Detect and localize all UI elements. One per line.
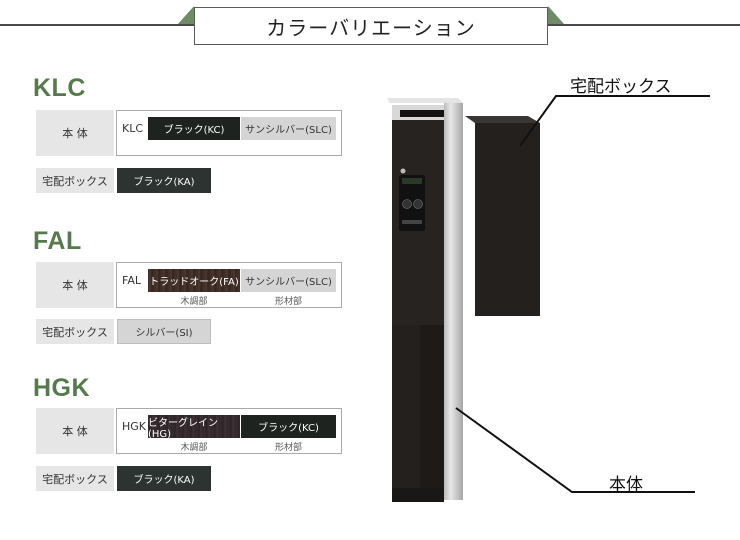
- body-label-klc: 本 体: [36, 110, 114, 156]
- swatch-hgk-1: ビターグレイン(HG): [148, 415, 240, 440]
- delivery-box-post-illustration: [387, 95, 710, 502]
- callout-label-box: 宅配ボックス: [570, 77, 672, 97]
- series-title-fal: FAL: [33, 227, 82, 255]
- series-title-hgk: HGK: [33, 374, 91, 402]
- series-title-klc: KLC: [33, 74, 86, 102]
- box-swatch-klc: ブラック(KA): [117, 168, 211, 193]
- header-corner-left: [178, 6, 194, 24]
- body-code-klc: KLC: [122, 122, 144, 135]
- body-label-fal: 本 体: [36, 262, 114, 308]
- header-rule-left: [0, 24, 196, 26]
- swatch-fal-1: トラッドオーク(FA): [148, 269, 240, 292]
- box-body: [475, 123, 540, 316]
- box-label-klc: 宅配ボックス: [36, 168, 114, 193]
- callout-label-body: 本体: [609, 475, 643, 495]
- post-silver-panel: [444, 103, 463, 500]
- header-rule-right: [546, 24, 740, 26]
- callout-line-body: [455, 407, 695, 493]
- box-swatch-fal: シルバー(SI): [117, 319, 211, 344]
- box-top: [465, 116, 540, 123]
- swatch-hgk-2-sub: 形材部: [274, 443, 302, 453]
- control-panel: [399, 175, 425, 231]
- box-label-hgk: 宅配ボックス: [36, 466, 114, 491]
- swatch-fal-2-sub: 形材部: [274, 297, 302, 307]
- swatch-hgk-2: ブラック(KC): [241, 415, 336, 438]
- body-code-fal: FAL: [122, 274, 141, 287]
- swatch-klc-2: サンシルバー(SLC): [241, 117, 336, 140]
- body-label-hgk: 本 体: [36, 408, 114, 454]
- swatch-fal-2: サンシルバー(SLC): [241, 269, 336, 292]
- swatch-hgk-1-sub: 木調部: [180, 443, 208, 453]
- button-b-icon: [413, 199, 423, 209]
- page-title: カラーバリエーション: [194, 7, 548, 45]
- header-corner-right: [548, 6, 564, 24]
- button-a-icon: [402, 199, 412, 209]
- box-swatch-hgk: ブラック(KA): [117, 466, 211, 491]
- body-code-hgk: HGK: [122, 420, 147, 433]
- swatch-klc-1: ブラック(KC): [148, 117, 240, 140]
- callout-line-box: [519, 95, 710, 147]
- box-label-fal: 宅配ボックス: [36, 319, 114, 344]
- swatch-fal-1-sub: 木調部: [180, 297, 208, 307]
- lock-icon: [400, 168, 406, 174]
